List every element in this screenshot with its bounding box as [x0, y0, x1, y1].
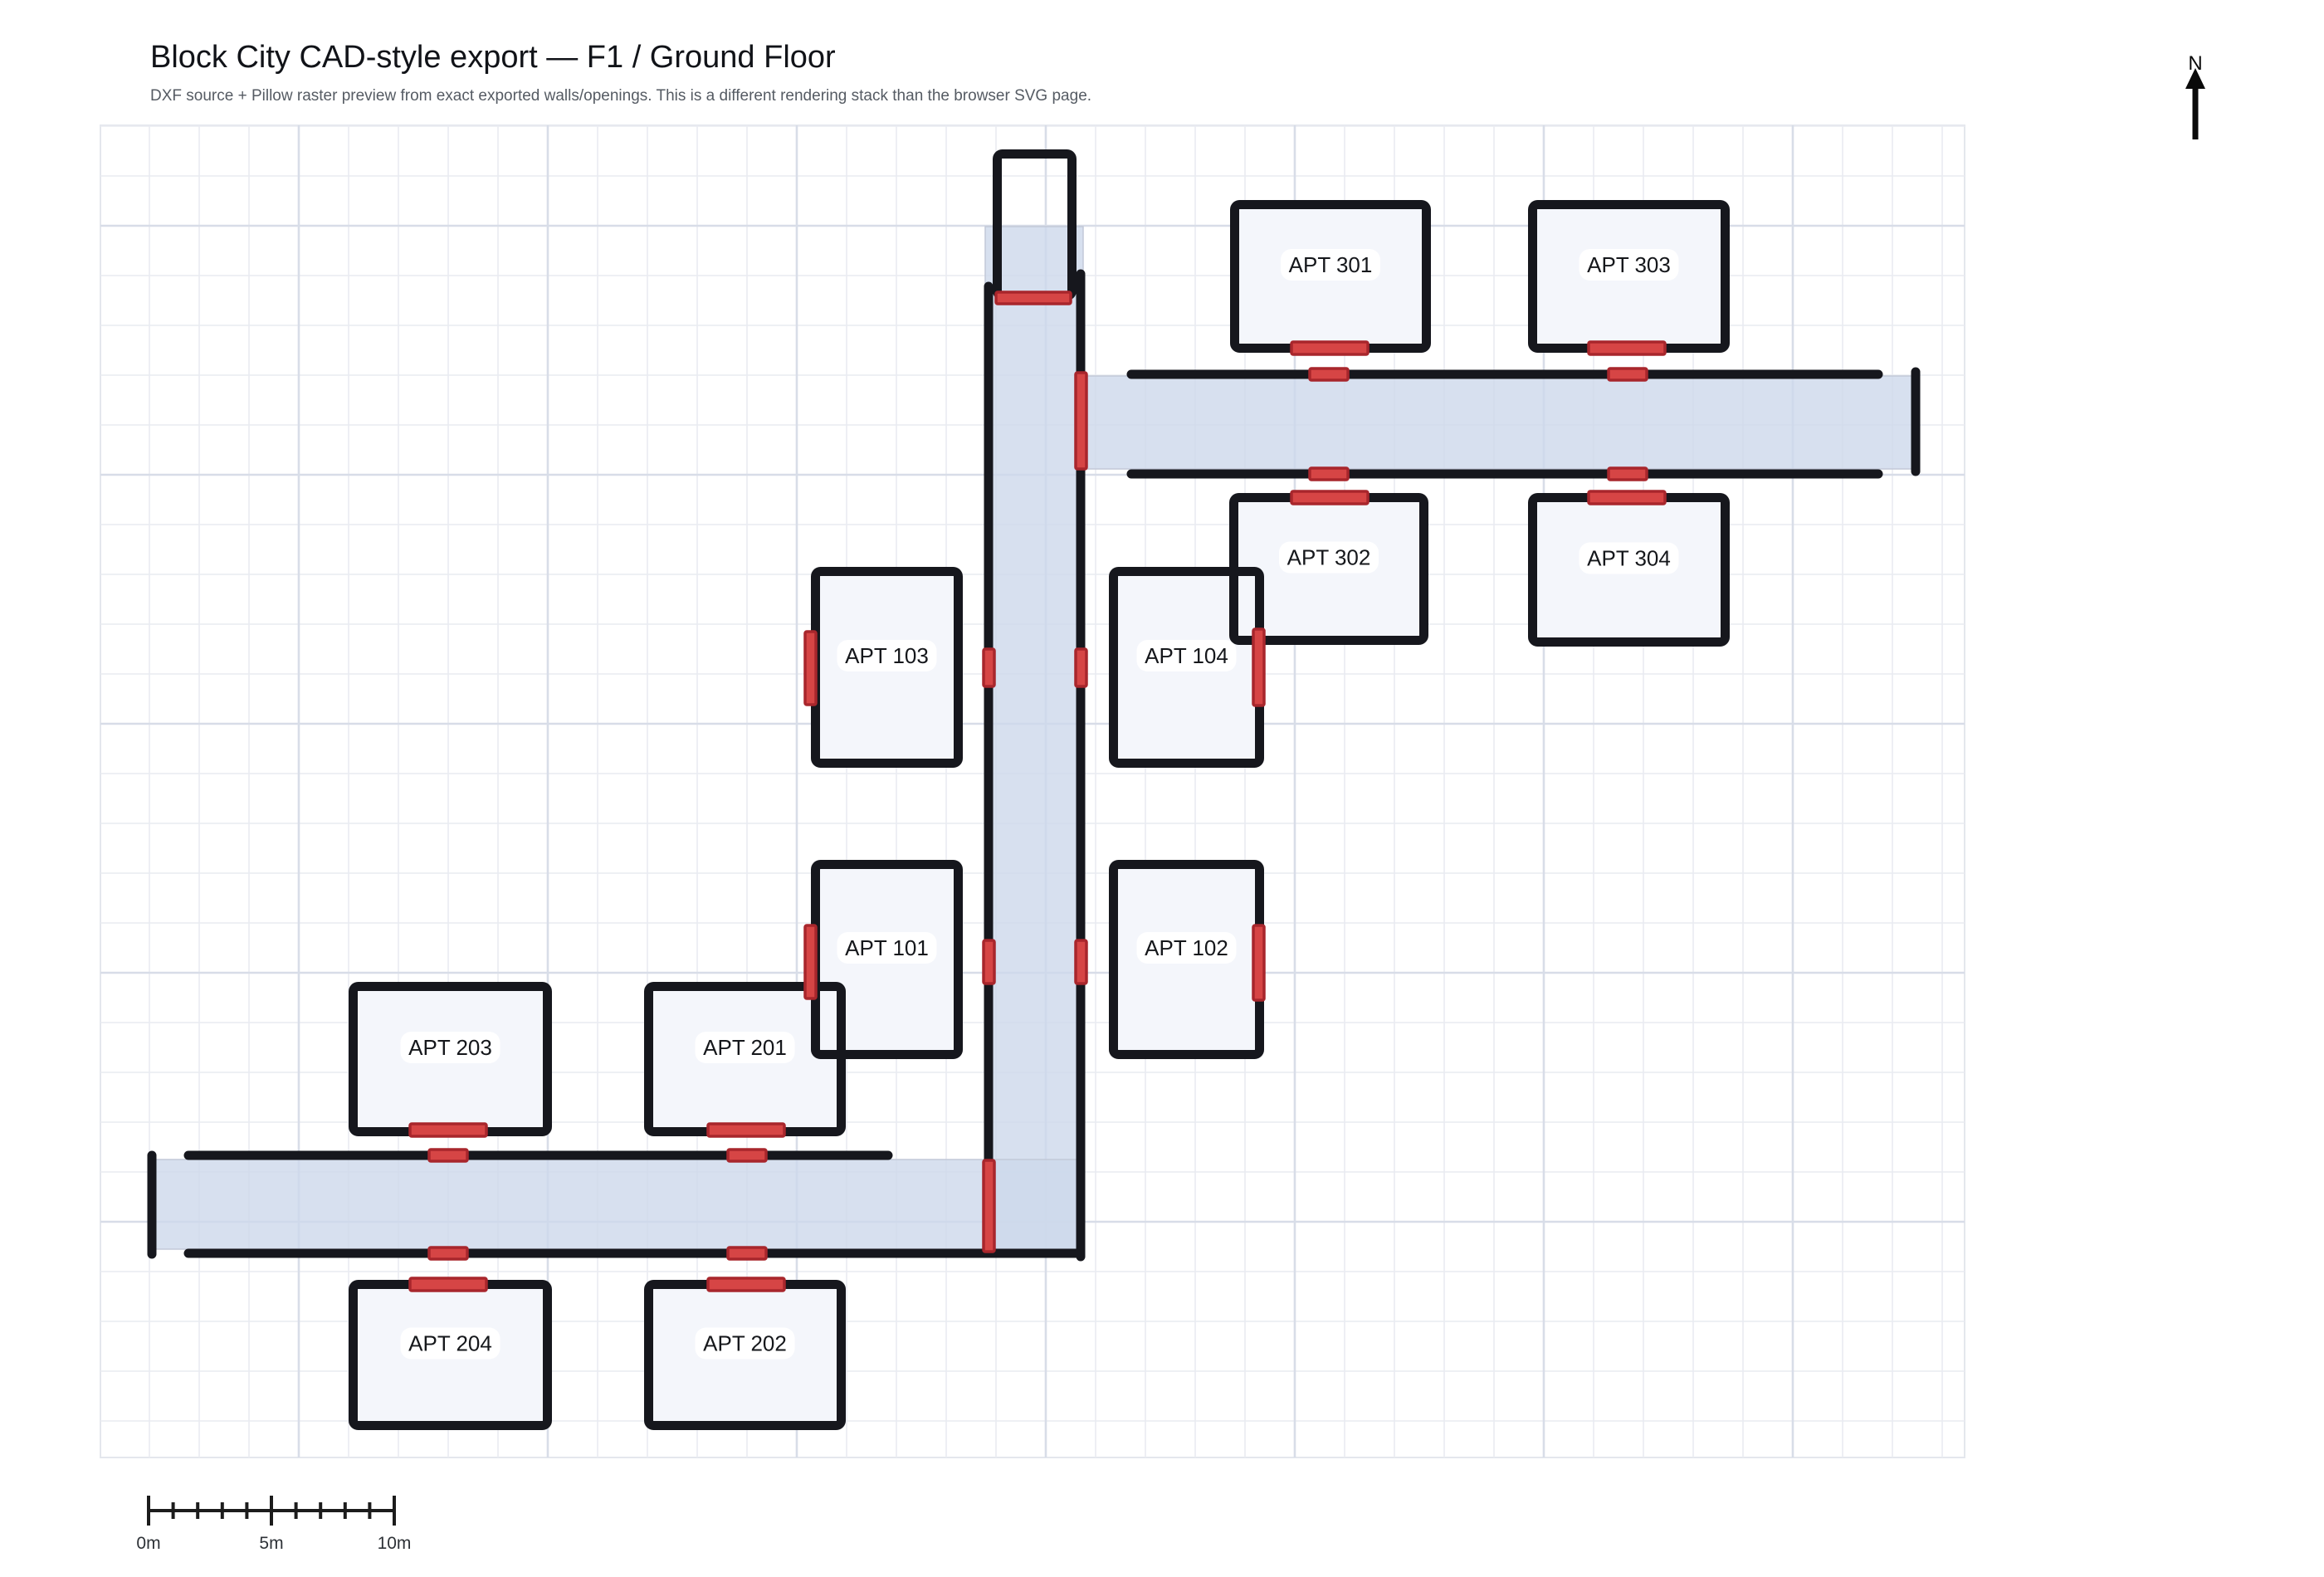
door-marker-corr-s-302	[1308, 466, 1350, 481]
door-marker-vcorr-w-103	[982, 647, 996, 688]
door-marker-apt-304-n	[1587, 490, 1667, 505]
north-arrow-icon	[2185, 68, 2205, 89]
door-marker-apt-102-e	[1252, 924, 1266, 1002]
north-label: N	[2188, 52, 2202, 75]
door-marker-vcorr-e-104	[1074, 647, 1088, 688]
door-marker-apt-101-w	[803, 924, 818, 1000]
door-marker-apt-301-s	[1290, 340, 1370, 356]
room-label-chip-apt-203	[400, 1032, 500, 1063]
scalebar-label: 10m	[378, 1534, 412, 1553]
door-marker-corr-n-201	[726, 1148, 768, 1163]
room-label-chip-apt-104	[1136, 640, 1237, 671]
door-marker-corr-s-204	[427, 1246, 469, 1261]
door-marker-apt-203-s	[408, 1122, 488, 1138]
room-label-chip-apt-102	[1136, 932, 1237, 964]
room-label-apt-202: APT 202	[703, 1331, 787, 1356]
room-label-apt-304: APT 304	[1587, 546, 1671, 571]
corridor-upper-fill	[1082, 375, 1914, 470]
room-label-apt-201: APT 201	[703, 1035, 787, 1060]
plot-panel-border	[100, 124, 1965, 1458]
door-marker-apt-104-e	[1252, 627, 1266, 707]
corridor-vertical-fill	[984, 226, 1084, 1256]
door-marker-apt-201-s	[706, 1122, 786, 1138]
room-label-chip-apt-202	[695, 1327, 795, 1360]
door-marker-apt-204-n	[408, 1277, 488, 1292]
door-marker-corr-n-203	[427, 1148, 469, 1163]
room-label-chip-apt-101	[837, 932, 937, 964]
page-title: Block City CAD-style export — F1 / Groun…	[150, 40, 836, 75]
door-marker-apt-103-w	[803, 630, 818, 706]
door-marker-apt-303-s	[1587, 340, 1667, 356]
room-label-apt-204: APT 204	[408, 1331, 492, 1356]
room-label-chip-apt-301	[1281, 249, 1380, 281]
door-marker-vcorr-e-102	[1074, 939, 1088, 985]
door-marker-vcorr-w-101	[982, 939, 996, 985]
door-marker-vcorr-w-junction	[982, 1159, 996, 1253]
room-label-chip-apt-304	[1579, 542, 1679, 574]
room-label-apt-104: APT 104	[1145, 643, 1228, 668]
door-marker-corr-n-303	[1607, 367, 1648, 382]
door-marker-apt-202-n	[706, 1277, 786, 1292]
room-label-apt-301: APT 301	[1289, 252, 1373, 277]
room-label-apt-103: APT 103	[845, 643, 929, 668]
door-marker-apt-302-n	[1290, 490, 1370, 505]
room-label-chip-apt-302	[1279, 541, 1379, 574]
room-label-apt-102: APT 102	[1145, 935, 1228, 960]
room-label-apt-303: APT 303	[1587, 252, 1671, 277]
room-label-apt-302: APT 302	[1287, 545, 1371, 570]
north-arrow-shaft	[2192, 88, 2199, 139]
room-label-chip-apt-303	[1579, 249, 1679, 281]
room-label-chip-apt-204	[400, 1327, 500, 1360]
room-label-chip-apt-103	[837, 640, 937, 671]
door-marker-corr-n-301	[1308, 367, 1350, 382]
page-subtitle: DXF source + Pillow raster preview from …	[150, 87, 1092, 105]
door-marker-entry-s	[994, 290, 1072, 305]
door-marker-vcorr-e-junction	[1074, 371, 1088, 471]
scalebar-label: 0m	[136, 1534, 160, 1553]
scalebar-label: 5m	[259, 1534, 283, 1553]
room-label-apt-101: APT 101	[845, 935, 929, 960]
header: Block City CAD-style export — F1 / Groun…	[150, 40, 1091, 105]
room-label-chip-apt-201	[695, 1032, 795, 1063]
corridor-lower-fill	[153, 1159, 1082, 1250]
door-marker-corr-s-202	[726, 1246, 768, 1261]
room-label-apt-203: APT 203	[408, 1035, 492, 1060]
door-marker-corr-s-304	[1607, 466, 1648, 481]
